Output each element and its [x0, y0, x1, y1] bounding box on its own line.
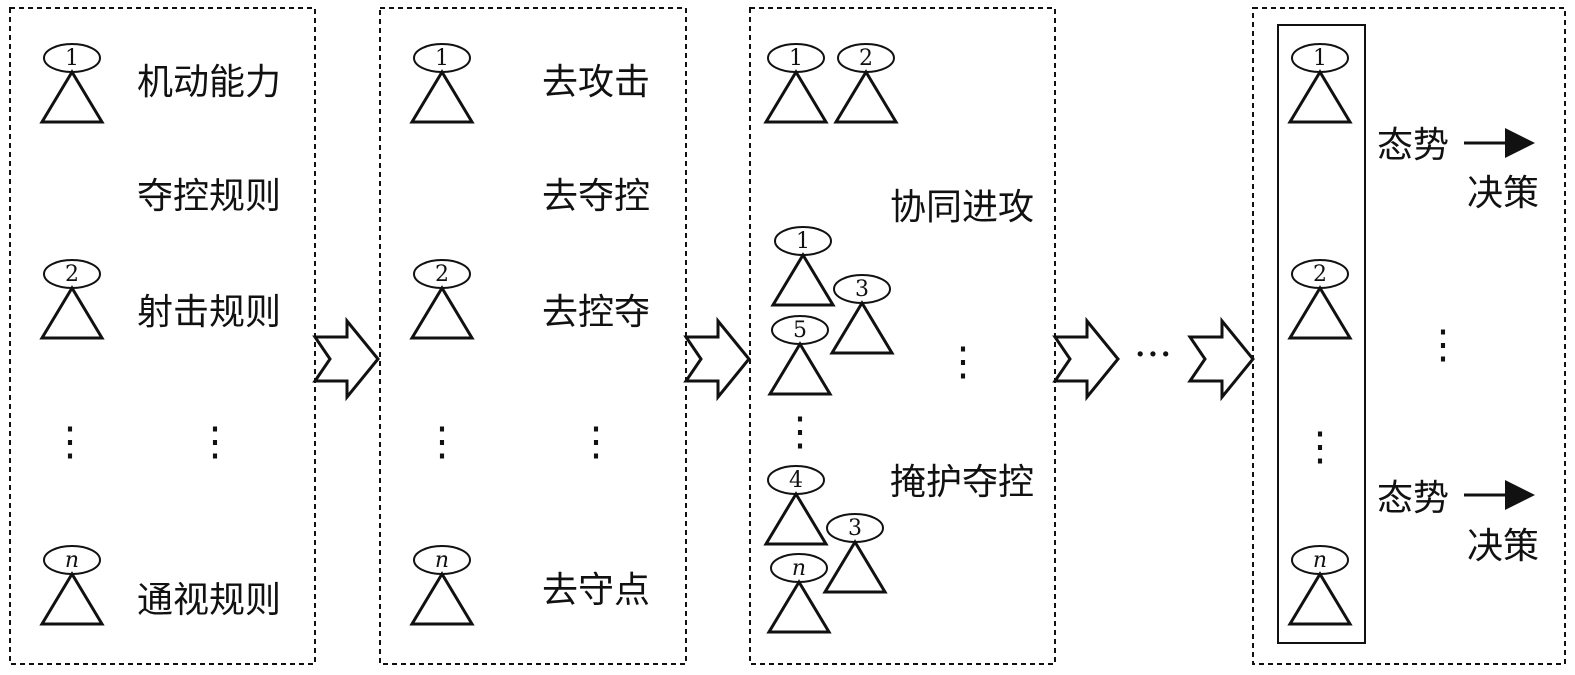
task-label: 去守点 [542, 570, 650, 611]
agent-node: 1 [1287, 43, 1353, 124]
agent-number: n [1313, 548, 1327, 573]
situation-label: 态势 [1377, 478, 1449, 519]
stage-4-agent-column-box [1277, 24, 1366, 644]
hollow-chevron-arrow-icon [1052, 316, 1120, 402]
agent-node: 3 [829, 274, 895, 355]
agent-number: 2 [65, 262, 79, 287]
hollow-chevron-arrow-icon [1187, 316, 1255, 402]
agent-number: 1 [65, 46, 79, 71]
agent-node: 1 [409, 43, 475, 124]
vertical-ellipsis: ⋮ [943, 339, 983, 385]
group-label: 协同进攻 [890, 187, 1034, 228]
agent-number: 2 [859, 46, 873, 71]
stage-4-panel [1252, 7, 1566, 665]
agent-node: 1 [770, 226, 836, 307]
horizontal-ellipsis: ··· [1134, 332, 1172, 378]
rule-label: 机动能力 [137, 62, 281, 103]
vertical-ellipsis: ⋮ [576, 419, 616, 465]
agent-number: n [792, 556, 806, 581]
vertical-ellipsis: ⋮ [195, 419, 235, 465]
agent-number: 4 [789, 468, 803, 493]
agent-node: 4 [763, 465, 829, 546]
agent-number: 5 [793, 318, 807, 343]
agent-node: 2 [409, 259, 475, 340]
agent-node: 1 [763, 43, 829, 124]
agent-number: 1 [789, 46, 803, 71]
agent-node: n [39, 545, 105, 626]
agent-number: n [435, 548, 449, 573]
agent-number: 3 [848, 516, 862, 541]
vertical-ellipsis: ⋮ [50, 419, 90, 465]
agent-number: 1 [796, 229, 810, 254]
vertical-ellipsis: ⋮ [1300, 424, 1340, 470]
hollow-chevron-arrow-icon [312, 316, 380, 402]
agent-number: 1 [435, 46, 449, 71]
agent-number: 2 [1313, 262, 1327, 287]
agent-number: 2 [435, 262, 449, 287]
agent-node: n [766, 553, 832, 634]
hollow-chevron-arrow-icon [683, 316, 751, 402]
task-label: 去攻击 [542, 62, 650, 103]
rule-label: 夺控规则 [137, 176, 281, 217]
vertical-ellipsis: ⋮ [1423, 322, 1463, 368]
situation-label: 态势 [1377, 125, 1449, 166]
rule-label: 通视规则 [137, 580, 281, 621]
task-label: 去控夺 [542, 292, 650, 333]
agent-node: 3 [822, 513, 888, 594]
rule-label: 射击规则 [137, 292, 281, 333]
vertical-ellipsis: ⋮ [780, 409, 820, 455]
agent-number: 1 [1313, 46, 1327, 71]
decision-label: 决策 [1467, 526, 1539, 567]
agent-node: 2 [39, 259, 105, 340]
agent-node: 1 [39, 43, 105, 124]
group-label: 掩护夺控 [890, 462, 1034, 503]
agent-number: n [65, 548, 79, 573]
task-label: 去夺控 [542, 176, 650, 217]
agent-number: 3 [855, 277, 869, 302]
agent-node: 5 [767, 315, 833, 396]
agent-node: 2 [833, 43, 899, 124]
decision-label: 决策 [1467, 173, 1539, 214]
vertical-ellipsis: ⋮ [422, 419, 462, 465]
agent-node: 2 [1287, 259, 1353, 340]
agent-node: n [409, 545, 475, 626]
agent-node: n [1287, 545, 1353, 626]
